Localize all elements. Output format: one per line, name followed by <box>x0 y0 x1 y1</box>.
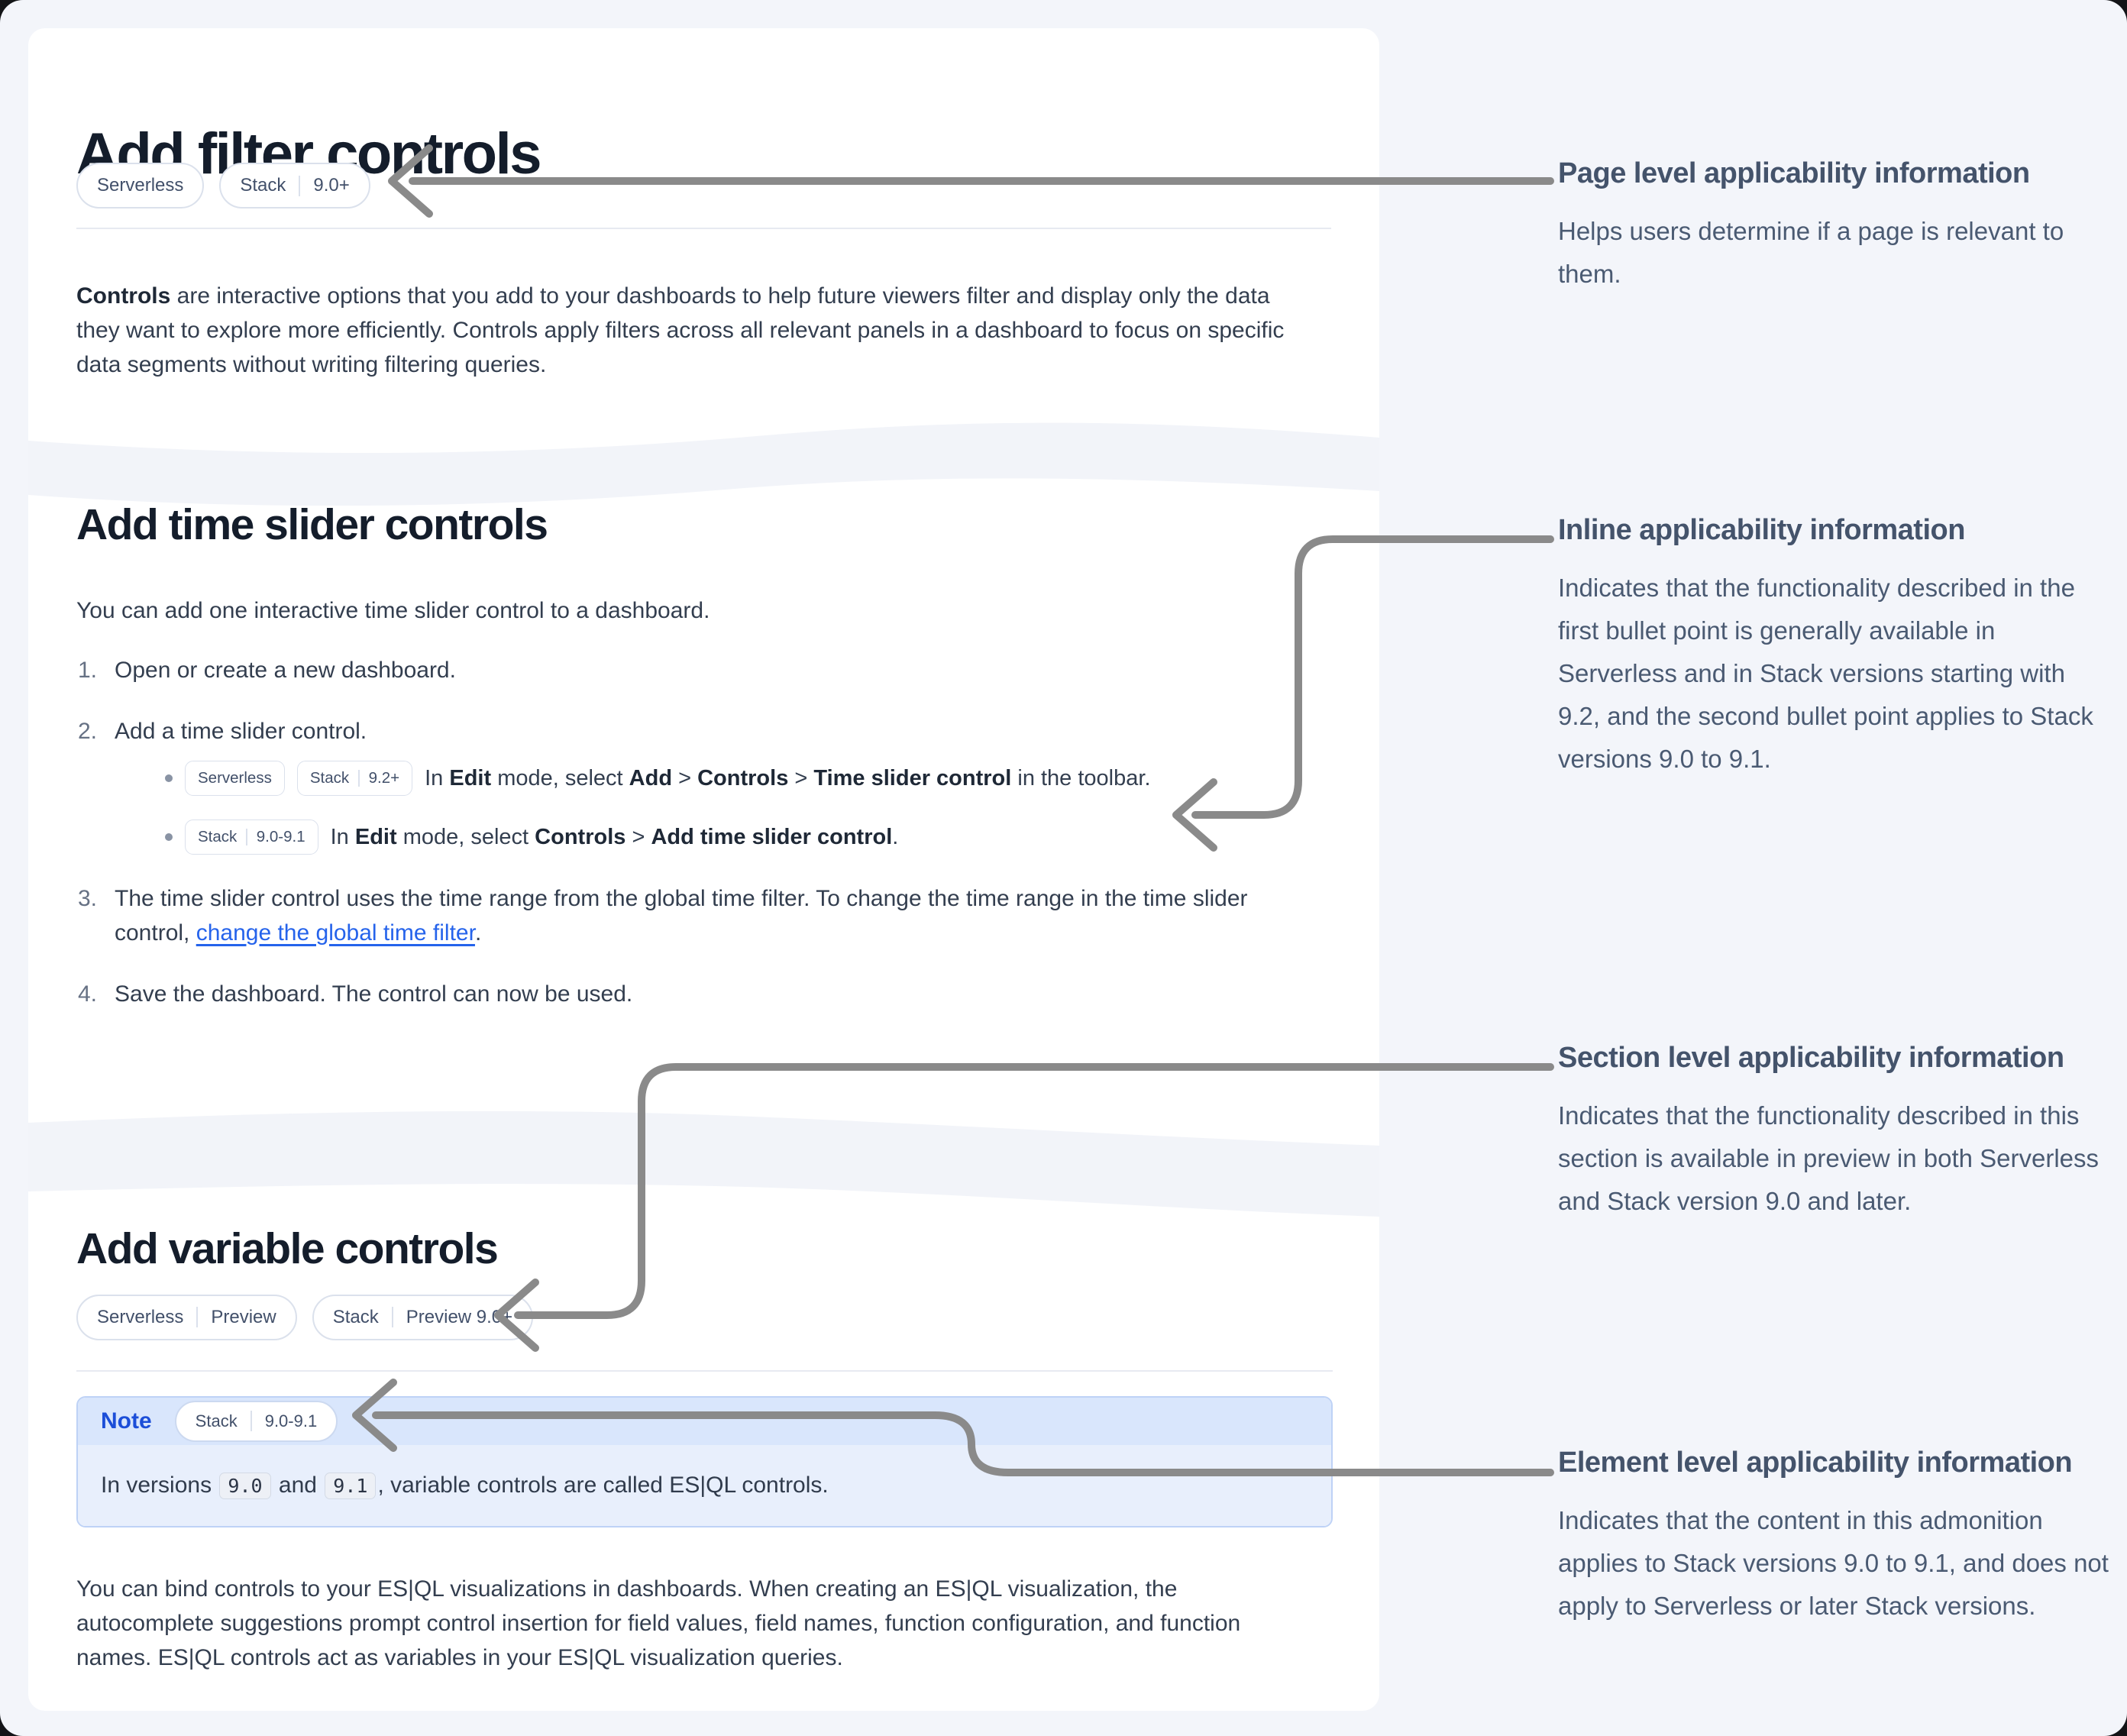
badge-label: 9.0-9.1 <box>256 827 305 845</box>
badge-label: Preview 9.0+ <box>406 1306 513 1327</box>
step-number: 2. <box>78 718 98 744</box>
annotation-title: Page level applicability information <box>1558 157 2030 189</box>
note-applicability-badge-slot: Stack 9.0-9.1 <box>174 1400 338 1442</box>
badge-divider <box>246 828 247 845</box>
badge-divider <box>391 1307 393 1328</box>
intro-paragraph: Controls are interactive options that yo… <box>76 283 1285 377</box>
section-title-variable-controls: Add variable controls <box>76 1224 499 1273</box>
bullet-item: Serverless Stack 9.2+ In Edit mode, select … <box>160 760 1317 796</box>
note-body: In versions 9.0 and 9.1, variable contro… <box>78 1444 1331 1526</box>
bullet-item: Stack 9.0-9.1 In Edit mode, select Control… <box>160 819 1317 855</box>
global-time-filter-link[interactable]: change the global time filter <box>196 920 475 946</box>
applicability-badge: Stack Preview 9.0+ <box>312 1294 534 1340</box>
badge-label: Preview <box>211 1306 276 1327</box>
applicability-badge: Serverless <box>185 760 285 796</box>
badge-label: Serverless <box>97 1306 184 1327</box>
page-applicability-badges: Serverless Stack 9.0+ <box>76 163 370 209</box>
step-text: Open or create a new dashboard. <box>115 657 456 683</box>
section-divider-wave-2 <box>28 1110 1379 1217</box>
badge-label: Stack <box>240 175 286 196</box>
esql-paragraph: You can bind controls to your ES|QL visu… <box>76 1576 1241 1670</box>
applicability-badge: Stack 9.2+ <box>296 760 413 796</box>
note-label: Note <box>101 1408 152 1434</box>
note-header: Note Stack 9.0-9.1 <box>78 1397 1331 1445</box>
badge-label: Serverless <box>198 768 272 787</box>
code-chip: 9.0 <box>219 1472 271 1499</box>
bullet-text: In Edit mode, select Controls > Add time… <box>330 824 899 849</box>
badge-divider <box>358 769 360 787</box>
badge-label: Stack <box>198 827 238 845</box>
numbered-steps: 1. Open or create a new dashboard. 2. Add a… <box>76 653 1317 1011</box>
step-number: 4. <box>78 981 98 1007</box>
applicability-badge: Stack 9.0+ <box>219 163 370 209</box>
badge-label: 9.0+ <box>313 175 350 196</box>
step-item: 3. The time slider control uses the time … <box>76 881 1317 950</box>
step-number: 1. <box>78 657 98 683</box>
badge-label: Stack <box>309 768 350 787</box>
annotation-body: Indicates that the functionality describ… <box>1558 573 2093 773</box>
section-divider-wave-1 <box>28 422 1379 506</box>
section-applicability-badges: Serverless Preview Stack Preview 9.0+ <box>76 1294 1333 1340</box>
applicability-badge: Stack 9.0-9.1 <box>174 1400 338 1442</box>
step-number: 3. <box>78 885 98 911</box>
badge-label: Stack <box>195 1411 238 1431</box>
annotation-body: Helps users determine if a page is relev… <box>1558 216 2064 288</box>
code-chip: 9.1 <box>325 1472 377 1499</box>
badge-divider <box>299 175 301 196</box>
step-text: Add a time slider control. <box>115 718 367 744</box>
badge-label: Stack <box>332 1306 379 1327</box>
badge-label: 9.0-9.1 <box>264 1411 318 1431</box>
section-time-slider: Add time slider controls You can add one… <box>76 500 1317 1038</box>
applicability-badge: Serverless <box>76 163 205 209</box>
annotation-title: Element level applicability information <box>1558 1447 2073 1479</box>
note-admonition: Note Stack 9.0-9.1 In versions 9.0 and 9.… <box>76 1395 1333 1527</box>
step-item: 4. Save the dashboard. The control can no… <box>76 977 1317 1011</box>
bullet-text: In Edit mode, select Add > Controls > Ti… <box>425 765 1151 790</box>
section-intro: You can add one interactive time slider … <box>76 597 710 623</box>
section-title-time-slider: Add time slider controls <box>76 500 548 549</box>
divider <box>76 228 1331 229</box>
step-text: The time slider control uses the time ra… <box>115 885 1248 946</box>
annotation-body: Indicates that the functionality describ… <box>1558 1101 2100 1215</box>
badge-divider <box>250 1411 252 1432</box>
annotation-body: Indicates that the content in this admon… <box>1558 1505 2109 1620</box>
step-text: Save the dashboard. The control can now … <box>115 981 633 1007</box>
badge-label: 9.2+ <box>368 768 400 787</box>
badge-label: Serverless <box>97 175 184 196</box>
badge-divider <box>196 1307 199 1328</box>
applicability-badge: Stack 9.0-9.1 <box>185 819 318 855</box>
annotation-title: Inline applicability information <box>1558 514 1965 546</box>
divider <box>76 1369 1333 1372</box>
applicability-badge: Serverless Preview <box>76 1294 297 1340</box>
step-item: 1. Open or create a new dashboard. <box>76 653 1317 687</box>
annotation-title: Section level applicability information <box>1558 1042 2064 1074</box>
